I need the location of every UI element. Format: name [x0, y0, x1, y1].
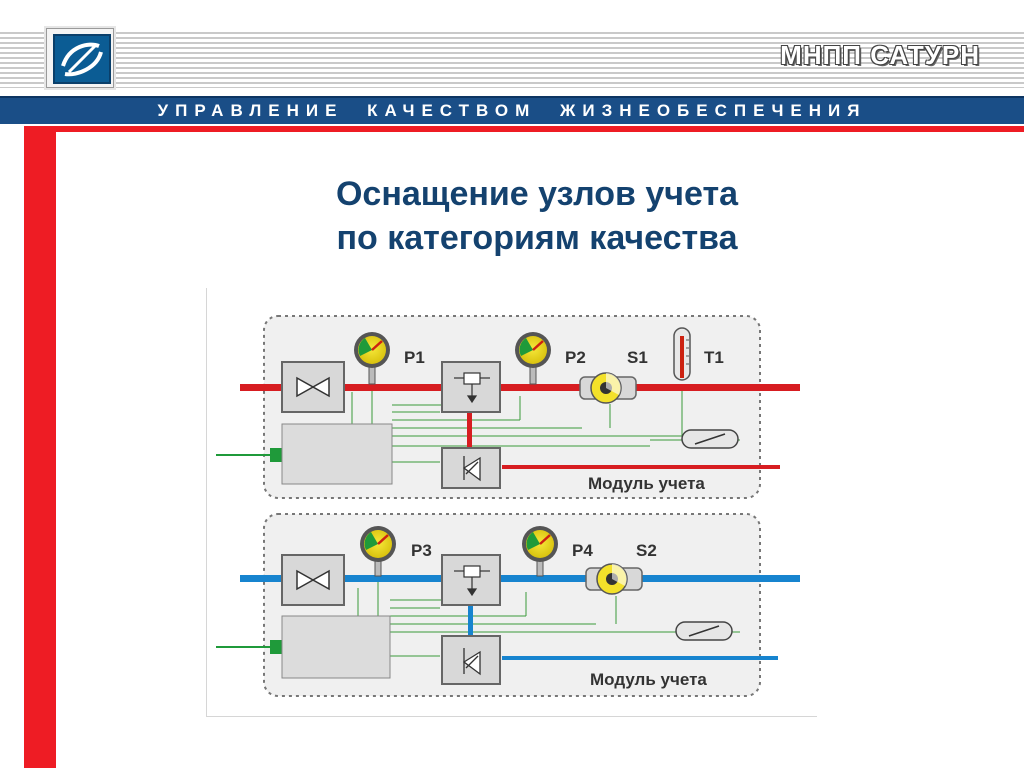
brand-name: МНПП САТУРН: [780, 40, 980, 70]
cold-main-pipe: [240, 575, 800, 582]
hot-connector: [270, 448, 282, 462]
gauge-p4-icon: [522, 526, 558, 577]
label-t1: T1: [704, 348, 724, 367]
diagram-frame: [206, 288, 817, 717]
hot-meter-box: [441, 447, 501, 489]
logo-emblem: [53, 34, 111, 84]
logo-glyph: [61, 42, 103, 77]
red-accent-horizontal: [24, 126, 1024, 132]
module-hot: P1 P2 S1 T1: [216, 315, 800, 499]
hot-main-pipe: [240, 384, 800, 391]
cold-outlet-pipe: [502, 656, 778, 660]
label-p3: P3: [411, 541, 432, 560]
slide-title: Оснащение узлов учета по категориям каче…: [240, 172, 834, 260]
label-s1: S1: [627, 348, 648, 367]
cold-splitter-box: [441, 554, 501, 606]
valve-icon: [296, 569, 330, 591]
splitter-icon: [454, 372, 490, 404]
flow-sensor-s1-icon: [579, 372, 637, 404]
hot-outlet-pipe: [502, 465, 780, 469]
hot-branch-pipe: [467, 412, 472, 448]
saturn-logo-icon: [46, 28, 114, 88]
meter-icon: [462, 456, 481, 482]
banner-text: УПРАВЛЕНИЕ КАЧЕСТВОМ ЖИЗНЕОБЕСПЕЧЕНИЯ: [157, 101, 867, 120]
label-p1: P1: [404, 348, 425, 367]
header-stripes: [0, 32, 1024, 88]
thermometer-t1-icon: [673, 327, 691, 381]
leak-sensor-icon: [681, 429, 739, 449]
meter-icon: [462, 648, 481, 676]
cold-controller-box: [281, 615, 391, 679]
slide-title-line-1: Оснащение узлов учета: [335, 175, 739, 213]
cold-connector: [270, 640, 282, 654]
red-accent-vertical: [24, 126, 56, 768]
slide-title-line-2: по категориям качества: [336, 219, 738, 257]
caption-module-cold: Модуль учета: [590, 670, 707, 689]
flow-sensor-s2-icon: [585, 563, 643, 595]
caption-module-hot: Модуль учета: [588, 474, 705, 493]
banner-bar: УПРАВЛЕНИЕ КАЧЕСТВОМ ЖИЗНЕОБЕСПЕЧЕНИЯ: [0, 96, 1024, 124]
label-p4: P4: [572, 541, 593, 560]
gauge-p1-icon: [354, 332, 390, 385]
splitter-icon: [454, 565, 490, 597]
gauge-p2-icon: [515, 332, 551, 385]
valve-icon: [296, 376, 330, 398]
gauge-p3-icon: [360, 526, 396, 577]
leak-sensor-icon: [675, 621, 733, 641]
label-p2: P2: [565, 348, 586, 367]
cold-branch-pipe: [468, 602, 473, 636]
hot-controller-box: [281, 423, 393, 485]
label-s2: S2: [636, 541, 657, 560]
module-cold: P3 P4 S2 Модуль учета: [216, 513, 800, 697]
hot-splitter-box: [441, 361, 501, 413]
